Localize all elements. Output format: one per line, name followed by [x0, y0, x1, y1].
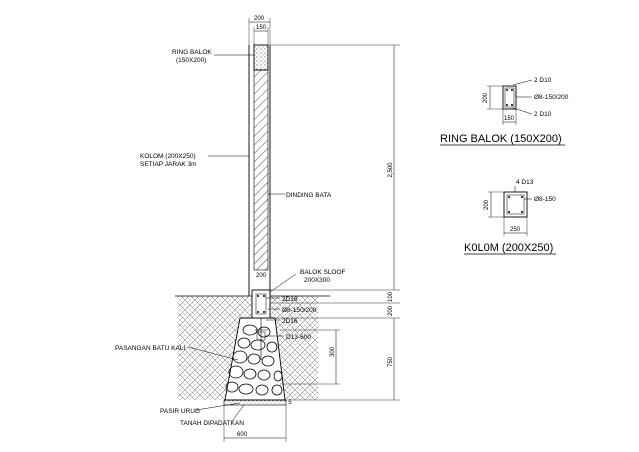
label-tanah: TANAH DIPADATKAN: [180, 420, 244, 427]
dim-top-150: 150: [256, 25, 267, 31]
dim-h-5: 5: [288, 400, 292, 406]
ring-detail-bottom-rebar: 2 D10: [534, 111, 552, 118]
ring-detail-width: 150: [504, 116, 515, 122]
kolom-detail-width: 250: [510, 227, 521, 233]
label-anchor: D13-600: [286, 334, 311, 341]
label-batu-kali: PASANGAN BATU KALI: [115, 345, 185, 352]
kolom-detail-stirrup: Ø8-150: [534, 196, 556, 203]
kolom-detail-title: K0L0M (200X250): [464, 242, 553, 254]
ring-detail-stirrup: Ø8-150/200: [534, 94, 569, 101]
label-kolom-spacing: SETIAP JARAK 3m: [140, 161, 197, 168]
dim-base-width: 600: [237, 432, 248, 438]
label-sloof-size: 200X300: [304, 277, 330, 284]
dim-top-200: 200: [254, 16, 265, 22]
label-pasir-urug: PASIR URUG: [160, 408, 200, 415]
label-stirrup: Ø8-150/200: [282, 307, 317, 314]
kolom-detail-section: [503, 191, 528, 218]
dim-h-100: 100: [388, 291, 394, 302]
kolom-detail-top-rebar: 4 D13: [516, 179, 534, 186]
label-rebar-bottom: 2D16: [282, 318, 298, 325]
ring-detail-section: [502, 85, 517, 110]
kolom-detail-height: 200: [484, 199, 490, 210]
ring-detail-top-rebar: 2 D10: [534, 77, 552, 84]
dim-sloof-width: 200: [256, 273, 267, 279]
label-rebar-top: 2D16: [282, 296, 298, 303]
ring-balok-section: [253, 44, 269, 71]
dim-h-300: 300: [330, 346, 336, 357]
stone-foundation: [223, 317, 287, 406]
label-ring-balok: RING BALOK: [172, 49, 212, 56]
sand-bed: [223, 399, 287, 406]
right-dimensions: 2,500 100 200 750 300 5 200: [256, 44, 400, 406]
kolom-detail: 200 250 4 D13 Ø8-150 K0L0M (200X250): [464, 179, 556, 255]
top-dimensions: 200 150: [248, 16, 271, 45]
label-kolom: KOLOM (200X250): [140, 153, 196, 160]
dim-h-750: 750: [388, 356, 394, 367]
bottom-dimension: 600: [223, 405, 287, 442]
left-labels: RING BALOK (150X200) KOLOM (200X250) SET…: [115, 49, 254, 427]
ring-detail-height: 200: [483, 92, 489, 103]
wall-column: [248, 44, 271, 360]
ring-balok-detail: 200 150 2 D10 Ø8-150/200 2 D10 RING BALO…: [440, 77, 569, 146]
ring-detail-title: RING BALOK (150X200): [440, 133, 562, 145]
label-ring-balok-size: (150X200): [176, 57, 206, 64]
right-labels: DINDING BATA BALOK SLOOF 200X300 2D16 Ø8…: [265, 192, 346, 341]
label-dinding: DINDING BATA: [286, 192, 332, 199]
label-sloof: BALOK SLOOF: [300, 269, 346, 276]
dim-h-200: 200: [388, 305, 394, 316]
dim-wall-height: 2,500: [388, 162, 394, 178]
